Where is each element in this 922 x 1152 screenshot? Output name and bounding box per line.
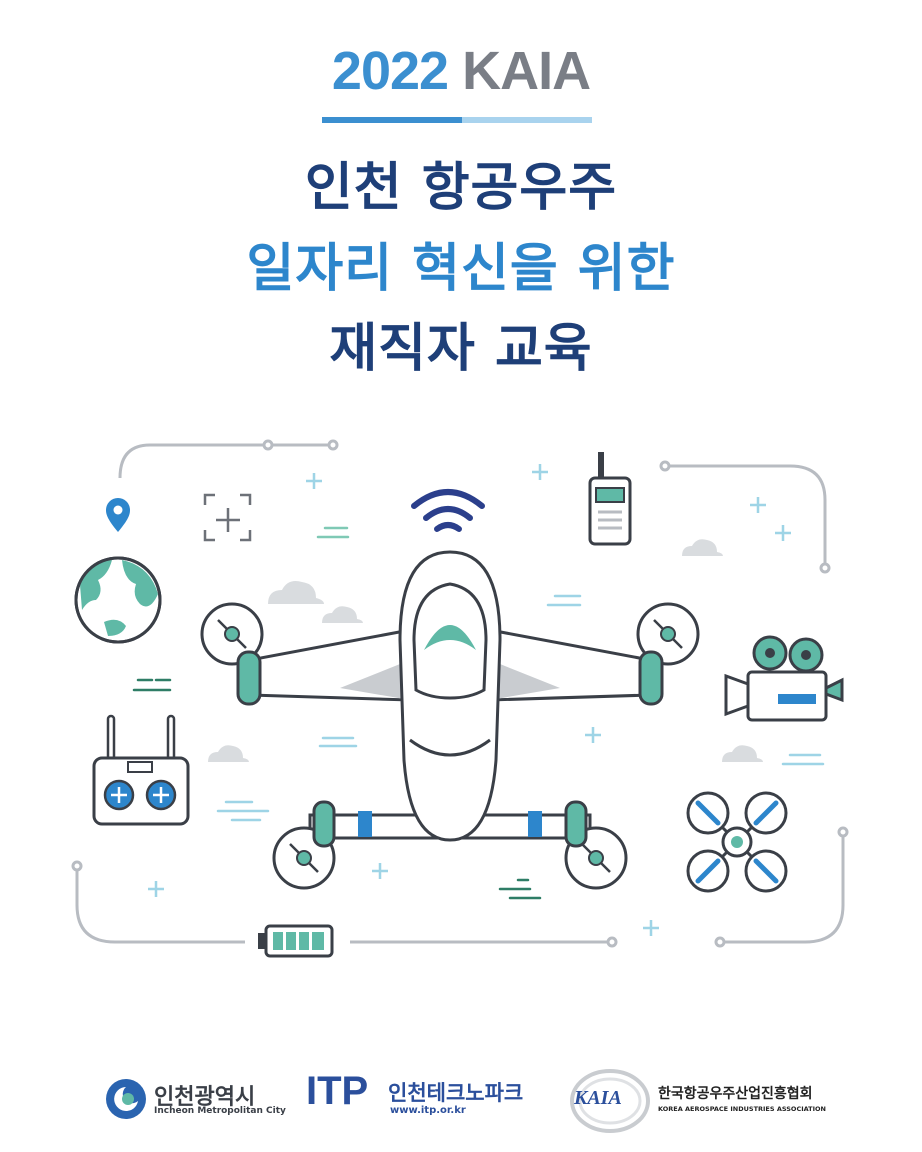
org-text: KAIA xyxy=(462,41,591,101)
main-drone xyxy=(200,550,700,890)
remote-controller-icon xyxy=(92,714,190,826)
year-text: 2022 xyxy=(331,41,449,101)
video-camera-icon xyxy=(724,635,844,722)
title-line-1: 인천 항공우주 xyxy=(304,158,618,218)
cloud-icon xyxy=(208,539,763,762)
kaia-logo-mark: KAIA xyxy=(574,1087,622,1109)
itp-url: www.itp.or.kr xyxy=(390,1105,466,1116)
sponsor-logos: 인천광역시 Incheon Metropolitan City ITP 인천테크… xyxy=(0,1065,922,1145)
connector-lines xyxy=(75,443,845,944)
focus-frame-icon xyxy=(203,493,252,542)
heading-underline-dark xyxy=(322,117,462,123)
kaia-logo-swoosh-icon xyxy=(570,1069,650,1133)
itp-logo-mark: ITP xyxy=(306,1069,369,1113)
itp-name-kr: 인천테크노파크 xyxy=(388,1081,524,1105)
plus-icon xyxy=(148,464,791,936)
globe-icon xyxy=(74,556,162,644)
year-heading: 2022 KAIA xyxy=(0,40,922,102)
kaia-name-kr: 한국항공우주산업진흥협회 xyxy=(658,1086,813,1102)
incheon-city-name-en: Incheon Metropolitan City xyxy=(154,1106,286,1116)
location-pin-icon xyxy=(106,498,130,532)
kaia-name-en: Korea Aerospace Industries Association xyxy=(658,1105,826,1113)
battery-icon xyxy=(258,924,334,958)
heading-underline-light xyxy=(462,117,592,123)
title-line-3: 재직자 교육 xyxy=(329,319,593,379)
incheon-city-logo-icon xyxy=(106,1079,146,1119)
quadcopter-icon xyxy=(686,791,788,893)
title-line-2: 일자리 혁신을 위한 xyxy=(246,239,676,299)
walkie-talkie-icon xyxy=(588,452,632,546)
incheon-city-name-kr: 인천광역시 xyxy=(154,1085,256,1110)
wifi-icon xyxy=(411,489,485,532)
